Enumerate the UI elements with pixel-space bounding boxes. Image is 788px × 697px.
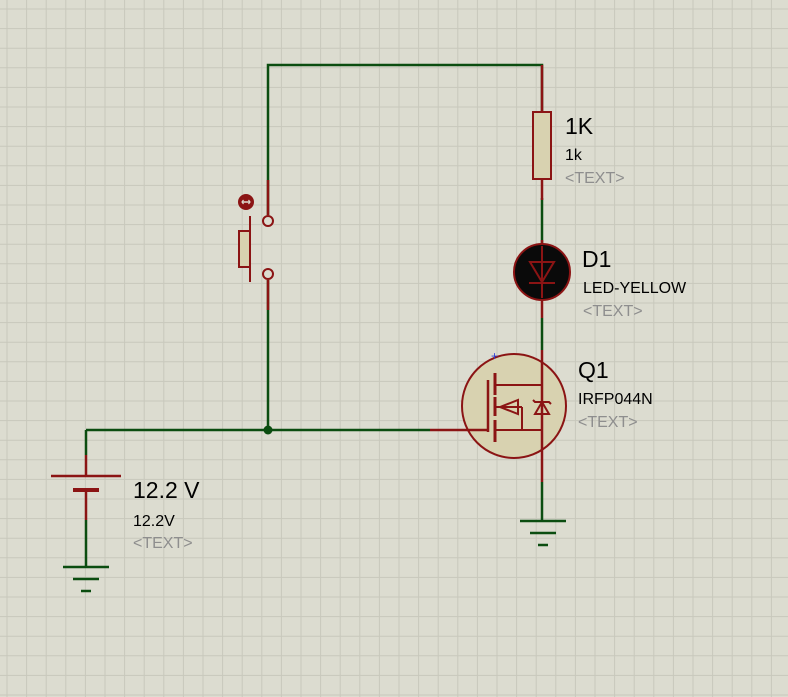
- battery-text: <TEXT>: [133, 535, 193, 552]
- battery-symbol[interactable]: [51, 455, 121, 520]
- ground-symbol-battery[interactable]: [63, 565, 109, 593]
- resistor-text: <TEXT>: [565, 170, 625, 187]
- junction-dot: [263, 425, 273, 435]
- battery-name: 12.2 V: [133, 477, 200, 503]
- origin-marker-icon: +: [491, 349, 498, 363]
- led-name: D1: [582, 246, 611, 272]
- push-button-switch[interactable]: [238, 180, 274, 310]
- mosfet-value: IRFP044N: [578, 391, 653, 408]
- resistor-symbol[interactable]: [532, 65, 552, 200]
- led-text: <TEXT>: [583, 303, 643, 320]
- led-symbol[interactable]: [513, 240, 571, 318]
- mosfet-text: <TEXT>: [578, 414, 638, 431]
- mosfet-name: Q1: [578, 357, 609, 383]
- resistor-name: 1K: [565, 113, 594, 139]
- switch-actuator-icon[interactable]: [238, 194, 254, 210]
- ground-symbol-mosfet[interactable]: [520, 519, 566, 547]
- battery-value: 12.2V: [133, 513, 175, 530]
- led-value: LED-YELLOW: [583, 280, 687, 297]
- resistor-value: 1k: [565, 147, 583, 164]
- mosfet-symbol[interactable]: [430, 350, 567, 482]
